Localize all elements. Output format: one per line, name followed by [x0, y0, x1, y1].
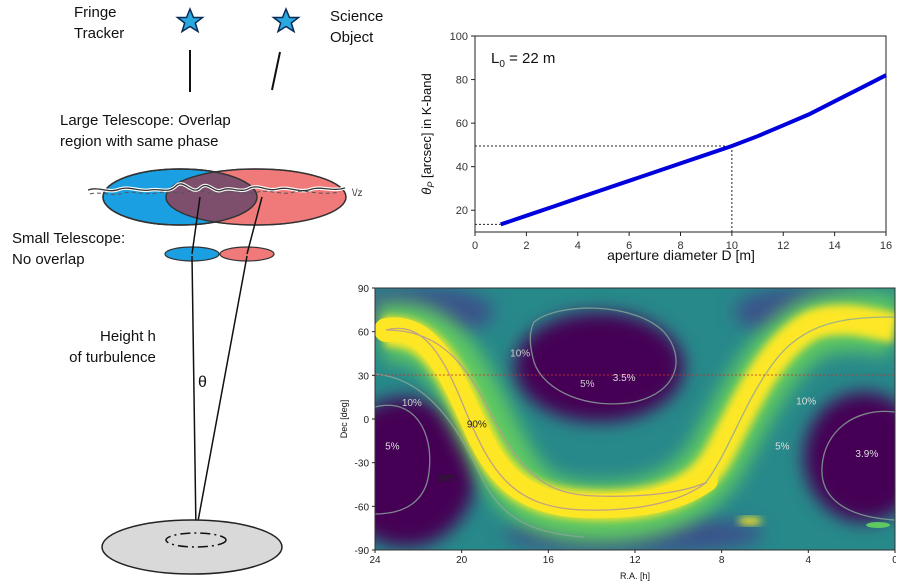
heatmap-y-tick-label: -60	[355, 502, 370, 513]
aperture-chart: 0 2 4 6 8 10 12 14 16 20 40 60 80 100 L0 = 22 m apert…	[405, 18, 895, 266]
y-tick-label: 20	[456, 205, 468, 217]
science-object-star-icon	[271, 7, 301, 34]
science-object-beam-top	[271, 51, 281, 91]
x-tick-label: 12	[777, 240, 789, 252]
heatmap-y-tick-label: -30	[355, 459, 370, 470]
x-tick-label: 14	[829, 240, 841, 252]
sky-coverage-map: 24 20 16 12 8 4 0 90 60 30 0 -30 -60 -90 10% 5% 3.5% 10%…	[334, 282, 898, 583]
heatmap-y-tick-label: 30	[358, 371, 370, 382]
small-telescope-label: Small Telescope: No overlap	[12, 230, 126, 268]
y-axis-label: θP [arcsec] in K-band	[419, 73, 436, 194]
sky-coverage-svg: 24 20 16 12 8 4 0 90 60 30 0 -30 -60 -90 10% 5% 3.5% 10%…	[339, 284, 898, 581]
heatmap-x-tick-label: 24	[369, 555, 381, 566]
heatmap-y-tick-label: -90	[355, 546, 370, 557]
contour-label: 5%	[580, 379, 595, 390]
heatmap-y-tick-label: 0	[363, 415, 369, 426]
x-tick-label: 4	[575, 240, 581, 252]
contour-label: 3.5%	[613, 373, 636, 384]
heatmap-y-axis-label: Dec [deg]	[339, 400, 349, 439]
contour-label: 10%	[510, 348, 530, 359]
heatmap-y-tick-label: 60	[358, 328, 370, 339]
x-tick-label: 16	[880, 240, 892, 252]
heatmap-x-tick-label: 12	[629, 555, 641, 566]
fringe-tracker-star-icon	[175, 7, 205, 34]
fringe-tracker-label: Fringe Tracker	[74, 4, 125, 42]
heatmap-y-tick-label: 90	[358, 284, 370, 295]
contour-label: 10%	[796, 396, 816, 407]
heatmap-x-tick-label: 16	[543, 555, 555, 566]
contour-label: 5%	[775, 442, 790, 453]
x-tick-label: 2	[523, 240, 529, 252]
overlap-region	[166, 169, 257, 225]
aperture-plot-frame	[474, 35, 887, 233]
heatmap-x-tick-label: 4	[806, 555, 812, 566]
heatmap-x-tick-label: 8	[719, 555, 725, 566]
heatmap-field	[375, 288, 895, 550]
contour-label: 90%	[467, 420, 487, 431]
l0-annotation: L0 = 22 m	[491, 50, 555, 70]
heatmap-x-tick-label: 20	[456, 555, 468, 566]
science-object-label: Science Object	[330, 8, 384, 46]
contour-label: 10%	[402, 398, 422, 409]
y-tick-label: 40	[456, 162, 468, 174]
heatmap-x-tick-label: 0	[892, 555, 896, 566]
wavefront-label-fragment: \/z	[352, 188, 363, 199]
contour-label: 30%	[436, 474, 456, 485]
secondary-footprint	[165, 532, 227, 548]
y-tick-label: 80	[456, 75, 468, 87]
turbulence-height-label: Height h of turbulence	[69, 328, 156, 366]
x-tick-label: 0	[472, 240, 478, 252]
contour-label: 3.9%	[855, 449, 878, 460]
y-tick-label: 60	[456, 118, 468, 130]
x-tick-label: 8	[677, 240, 683, 252]
contour-label: 5%	[385, 442, 400, 453]
x-tick-label: 6	[626, 240, 632, 252]
x-axis-label: aperture diameter D [m]	[607, 247, 755, 263]
diagram-graphics: \/z	[87, 7, 363, 575]
heatmap-x-axis-label: R.A. [h]	[620, 571, 650, 581]
science-object-beam	[195, 255, 248, 533]
x-tick-label: 10	[726, 240, 738, 252]
theta-label: θ	[198, 374, 207, 391]
large-telescope-label: Large Telescope: Overlap region with sam…	[60, 112, 231, 150]
aperture-chart-svg: 0 2 4 6 8 10 12 14 16 20 40 60 80 100 L0 = 22 m apert…	[419, 31, 892, 263]
fringe-tracker-beam	[191, 255, 197, 533]
y-tick-label: 100	[450, 31, 468, 43]
series-line	[500, 73, 887, 227]
